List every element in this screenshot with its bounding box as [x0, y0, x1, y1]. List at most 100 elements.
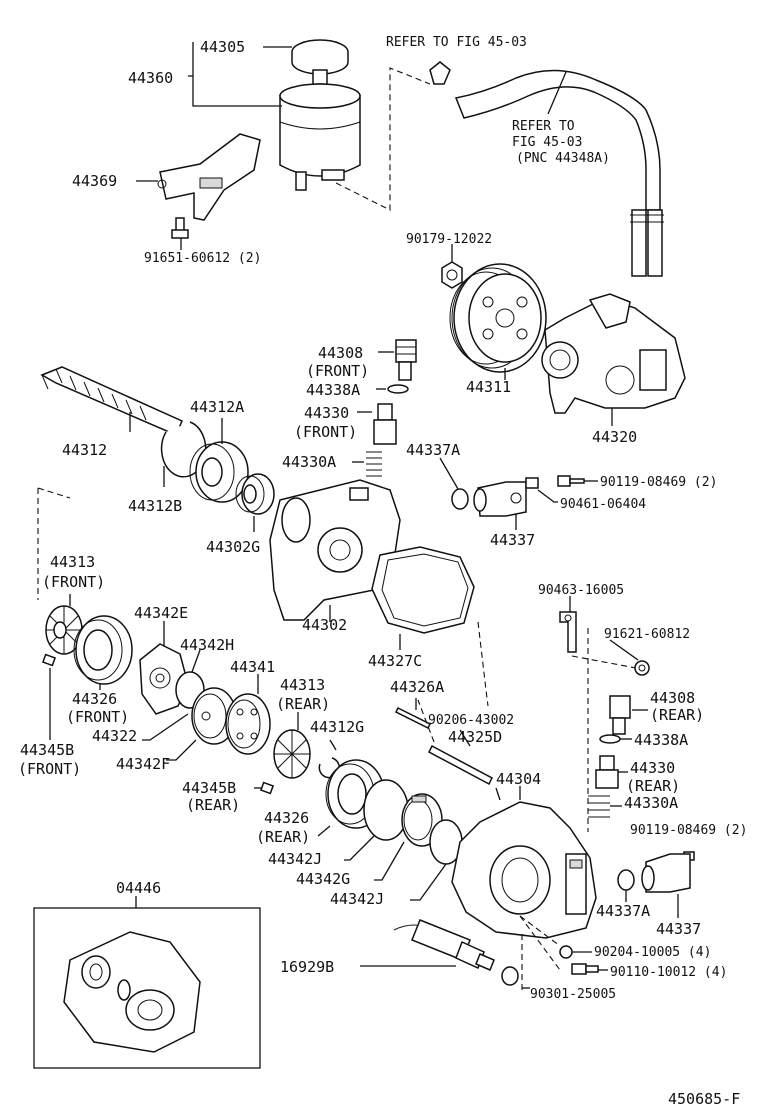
callout-44312: 44312	[62, 441, 107, 459]
oring-44342j-left	[363, 779, 409, 841]
pressure-switch-16929b	[393, 919, 519, 986]
callout-44345b-front: 44345B	[20, 741, 74, 759]
rear-oring	[599, 734, 621, 744]
callout-44320: 44320	[592, 428, 637, 446]
callout-44338a-rear: 44338A	[634, 731, 688, 749]
callout-91651: 91651-60612 (2)	[144, 251, 261, 266]
callout-44342g: 44342G	[296, 870, 350, 888]
diagram-id: 450685-F	[668, 1090, 740, 1108]
key-44345b-rear	[259, 781, 275, 795]
rotor-44313-rear	[273, 729, 311, 779]
callout-44326-rear-qual: (REAR)	[256, 828, 310, 846]
rear-housing-44304	[451, 801, 597, 939]
pulley	[449, 263, 547, 373]
rotor-44313-front	[45, 605, 83, 655]
plate-44342f	[191, 687, 237, 745]
callout-90206: 90206-43002	[428, 713, 514, 728]
callout-44308-front-qual: (FRONT)	[306, 362, 369, 380]
gasket-44327c	[371, 546, 475, 634]
callout-44330-front-qual: (FRONT)	[294, 423, 357, 441]
callout-44341: 44341	[230, 658, 275, 676]
bolt-90461	[525, 477, 539, 489]
callout-44345b-rear-qual: (REAR)	[186, 796, 240, 814]
callout-44326a: 44326A	[390, 678, 444, 696]
front-spring	[366, 451, 382, 477]
bolt-90119-upper	[557, 475, 585, 487]
reservoir-tank	[279, 83, 361, 191]
callout-44330-front: 44330	[304, 404, 349, 422]
front-housing-44302	[269, 479, 401, 621]
bolt-90204	[559, 945, 573, 959]
callout-90461: 90461-06404	[560, 497, 646, 512]
ref-top: REFER TO FIG 45-03	[386, 35, 527, 50]
pulley-nut	[441, 261, 463, 289]
callout-44313-front: 44313	[50, 553, 95, 571]
callout-44313-rear-qual: (REAR)	[276, 695, 330, 713]
pump-assembly	[541, 293, 686, 414]
kit-inset-box	[33, 907, 261, 1069]
callout-44342j-left: 44342J	[268, 850, 322, 868]
bolt-90206	[428, 744, 493, 786]
callout-44338a-front: 44338A	[306, 381, 360, 399]
callout-44330-rear-qual: (REAR)	[626, 777, 680, 795]
callout-44360: 44360	[128, 69, 173, 87]
bearing-44312a	[189, 441, 249, 503]
callout-90110: 90110-10012 (4)	[610, 965, 727, 980]
bolt-90110	[571, 963, 599, 975]
bracket-90463	[559, 611, 577, 653]
callout-44322: 44322	[92, 727, 137, 745]
callout-44337-upper: 44337	[490, 531, 535, 549]
bracket-bolt	[171, 217, 189, 239]
reservoir-cap	[291, 39, 349, 87]
callout-90301: 90301-25005	[530, 987, 616, 1002]
rear-spring	[588, 795, 610, 818]
callout-04446: 04446	[116, 879, 161, 897]
union-44337-lower	[641, 853, 691, 893]
callout-44327c: 44327C	[368, 652, 422, 670]
return-hose	[429, 61, 664, 277]
callout-44326-front: 44326	[72, 690, 117, 708]
front-oring	[387, 384, 409, 394]
callout-16929b: 16929B	[280, 958, 334, 976]
callout-90204: 90204-10005 (4)	[594, 945, 711, 960]
callout-44342f: 44342F	[116, 755, 170, 773]
front-flow-valve	[373, 403, 397, 445]
ref-hose-line3: (PNC 44348A)	[516, 151, 610, 166]
callout-44311: 44311	[466, 378, 511, 396]
callout-90179: 90179-12022	[406, 232, 492, 247]
callout-44342j-right: 44342J	[330, 890, 384, 908]
callout-44330-rear: 44330	[630, 759, 675, 777]
callout-44345b-front-qual: (FRONT)	[18, 760, 81, 778]
callout-44308-front: 44308	[318, 344, 363, 362]
cam-ring-44326-front	[73, 615, 133, 685]
callout-44305: 44305	[200, 38, 245, 56]
front-valve-plug	[395, 339, 417, 381]
callout-90119-lower: 90119-08469 (2)	[630, 823, 747, 838]
reservoir-bracket	[157, 133, 261, 221]
callout-44342e: 44342E	[134, 604, 188, 622]
callout-90463: 90463-16005	[538, 583, 624, 598]
callout-91621: 91621-60812	[604, 627, 690, 642]
callout-44308-rear-qual: (REAR)	[650, 706, 704, 724]
callout-44330a-front: 44330A	[282, 453, 336, 471]
bearing-44302g	[235, 473, 275, 515]
callout-44330a-rear: 44330A	[624, 794, 678, 812]
callout-44302g: 44302G	[206, 538, 260, 556]
callout-44312g: 44312G	[310, 718, 364, 736]
pin-44326a	[394, 706, 432, 730]
callout-44302: 44302	[302, 616, 347, 634]
callout-44325d: 44325D	[448, 728, 502, 746]
callout-44313-front-qual: (FRONT)	[42, 573, 105, 591]
union-44337-upper	[473, 481, 527, 517]
callout-44337a-upper: 44337A	[406, 441, 460, 459]
plate-44341	[225, 693, 271, 755]
callout-44312a: 44312A	[190, 398, 244, 416]
callout-44313-rear: 44313	[280, 676, 325, 694]
ref-hose-line2: FIG 45-03	[512, 135, 582, 150]
oring-44337a-upper	[451, 488, 469, 510]
callout-44304: 44304	[496, 770, 541, 788]
ref-hose-line1: REFER TO	[512, 119, 575, 134]
callout-90119-upper: 90119-08469 (2)	[600, 475, 717, 490]
gasket-kit-04446	[63, 931, 201, 1053]
